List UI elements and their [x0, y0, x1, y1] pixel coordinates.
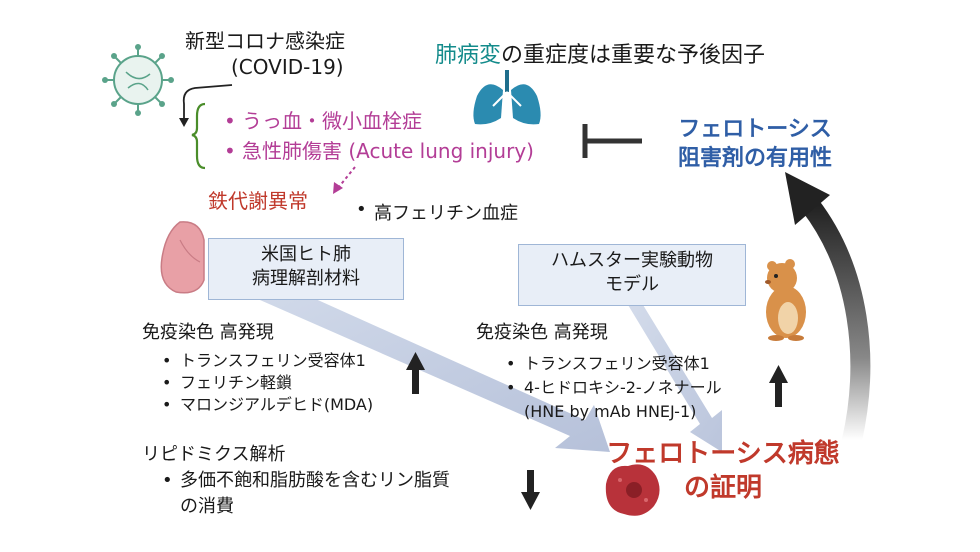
hamster-model-box: ハムスター実験動物 モデル [518, 244, 746, 306]
down-arrow-lipid [521, 470, 540, 510]
inhibitor-line1: フェロトーシス [678, 117, 832, 142]
lipid-line2: の消費 [180, 496, 234, 517]
covid-subtitle: (COVID-19) [231, 55, 344, 79]
conditions-list: うっ血・微小血栓症 急性肺傷害 (Acute lung injury) [218, 106, 534, 166]
hamster-stain-note: (HNE by mAb HNEJ-1) [524, 402, 697, 421]
lipid-list: 多価不飽和脂肪酸を含むリン脂質 の消費 [156, 468, 450, 520]
condition-item: うっ血・微小血栓症 [218, 106, 534, 136]
human-stain-item: トランスフェリン受容体1 [156, 350, 373, 372]
iron-list: 高フェリチン血症 [350, 199, 518, 225]
hamster-stain-item: 4-ヒドロキシ-2-ノネナール (HNE by mAb HNEJ-1) [500, 376, 722, 424]
hamster-stain-list: トランスフェリン受容体1 4-ヒドロキシ-2-ノネナール (HNE by mAb… [500, 352, 722, 424]
inhibitor-line2: 阻害剤の有用性 [677, 146, 832, 171]
human-stain-item: フェリチン軽鎖 [156, 372, 373, 394]
curved-arrow-head [785, 172, 830, 225]
hamster-box-line1: ハムスター実験動物 [551, 250, 713, 271]
human-box-line1: 米国ヒト肺 [261, 244, 351, 265]
headline-rest: の重症度は重要な予後因子 [501, 43, 766, 68]
human-stain-item: マロンジアルデヒド(MDA) [156, 394, 373, 416]
lipid-heading: リピドミクス解析 [142, 444, 286, 465]
up-arrow-human [406, 352, 425, 394]
dotted-arrow [337, 166, 356, 189]
curved-arrow [800, 195, 871, 450]
hamster-box-line2: モデル [605, 274, 659, 295]
iron-label: 鉄代謝異常 [208, 189, 308, 213]
human-stain-heading: 免疫染色 高発現 [142, 322, 274, 343]
human-source-box: 米国ヒト肺 病理解剖材料 [208, 238, 404, 300]
inhibitor-label: フェロトーシス 阻害剤の有用性 [660, 115, 850, 173]
conclusion-label: フェロトーシス病態 の証明 [598, 437, 848, 505]
headline: 肺病変の重症度は重要な予後因子 [435, 37, 765, 69]
lipid-item: 多価不飽和脂肪酸を含むリン脂質 の消費 [156, 468, 450, 520]
headline-highlight: 肺病変 [435, 43, 502, 68]
hamster-stain-heading: 免疫染色 高発現 [476, 322, 608, 343]
iron-item: 高フェリチン血症 [350, 199, 518, 225]
conclusion-line1: フェロトーシス病態 [606, 439, 840, 469]
human-box-line2: 病理解剖材料 [252, 268, 360, 289]
covid-title: 新型コロナ感染症 [185, 29, 345, 53]
lipid-line1: 多価不飽和脂肪酸を含むリン脂質 [180, 470, 450, 491]
hamster-stain-item-text: 4-ヒドロキシ-2-ノネナール [524, 378, 722, 397]
brace [191, 102, 206, 170]
condition-item: 急性肺傷害 (Acute lung injury) [218, 136, 534, 166]
hamster-stain-item: トランスフェリン受容体1 [500, 352, 722, 376]
up-arrow-hamster [769, 365, 788, 407]
human-stain-list: トランスフェリン受容体1 フェリチン軽鎖 マロンジアルデヒド(MDA) [156, 350, 373, 416]
covid-connector [182, 84, 233, 120]
conclusion-line2: の証明 [683, 473, 762, 503]
